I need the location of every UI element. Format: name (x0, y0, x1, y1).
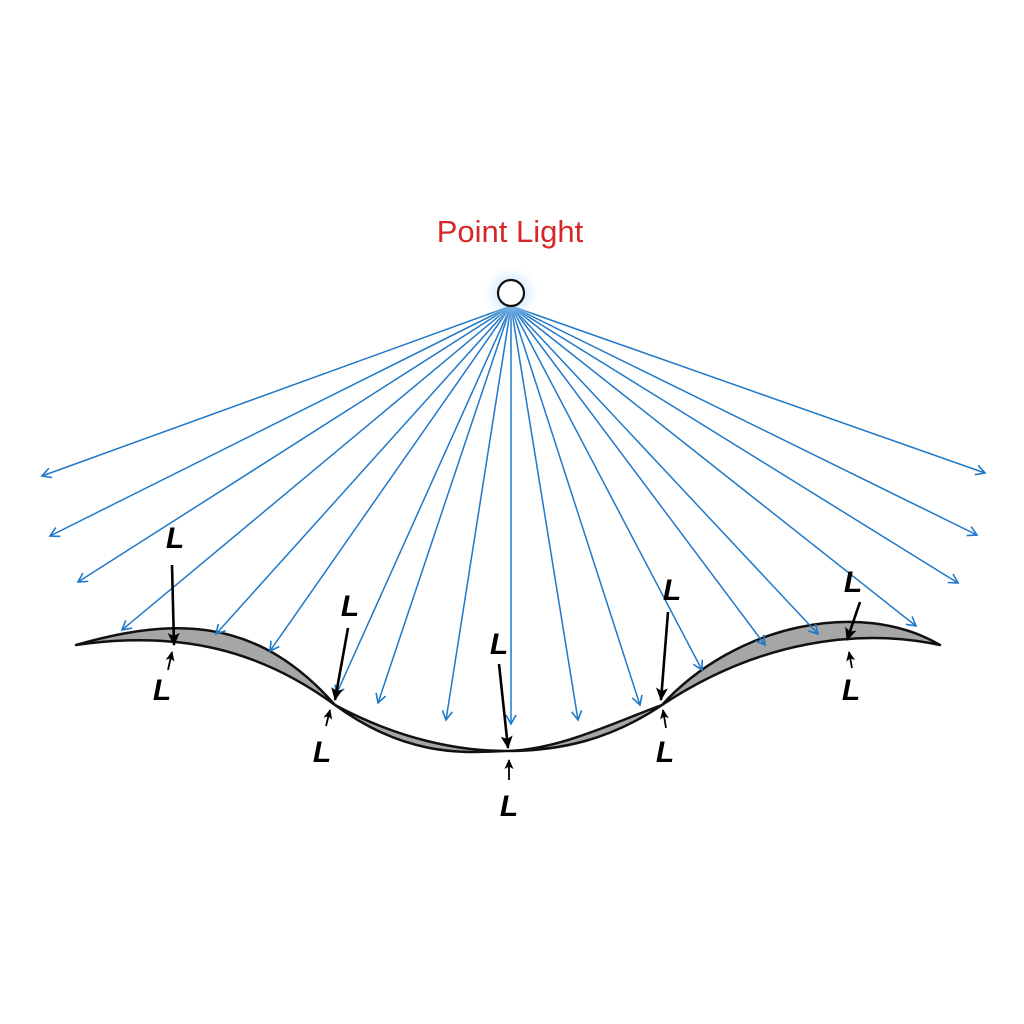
light-ray (214, 305, 512, 636)
light-ray (510, 305, 643, 707)
surface-vector-label: L (656, 736, 674, 769)
light-ray (510, 305, 766, 647)
light-ray (269, 305, 512, 653)
light-rays (40, 305, 987, 726)
light-vector-label: L (341, 590, 359, 623)
light-ray (510, 305, 979, 537)
surface-vector-label: L (500, 790, 518, 823)
light-ray (76, 305, 512, 583)
light-vector-arrow (845, 601, 862, 641)
surface-vector-arrow (323, 709, 333, 727)
light-vector-arrow (167, 564, 180, 646)
surface-vector-label: L (842, 674, 860, 707)
light-vector-arrow (497, 663, 513, 749)
light-ray (510, 305, 820, 636)
diagram-title: Point Light (437, 214, 584, 249)
light-vector-label: L (844, 566, 862, 599)
point-light-icon (496, 278, 526, 308)
surface-vector-label: L (313, 736, 331, 769)
light-ray (441, 305, 512, 722)
surface-vector-arrow (165, 651, 175, 671)
light-ray (510, 305, 960, 584)
light-vector-label: L (663, 574, 681, 607)
light-vectors: L L L L L L L L L L (153, 522, 862, 823)
light-vector-arrow (331, 627, 350, 701)
light-ray (510, 305, 704, 672)
light-ray (334, 305, 512, 697)
light-ray (40, 305, 512, 479)
surface-vector-label: L (153, 674, 171, 707)
light-ray (510, 305, 987, 476)
light-ray (375, 305, 512, 705)
light-ray (510, 305, 918, 628)
light-vector-arrow (655, 611, 670, 701)
light-ray (120, 305, 512, 632)
light-vector-label: L (166, 522, 184, 555)
light-ray (48, 305, 512, 538)
surface-vector-arrow (846, 651, 856, 669)
light-ray (510, 305, 583, 722)
surface-vector-arrow (660, 709, 669, 729)
light-vector-label: L (490, 628, 508, 661)
